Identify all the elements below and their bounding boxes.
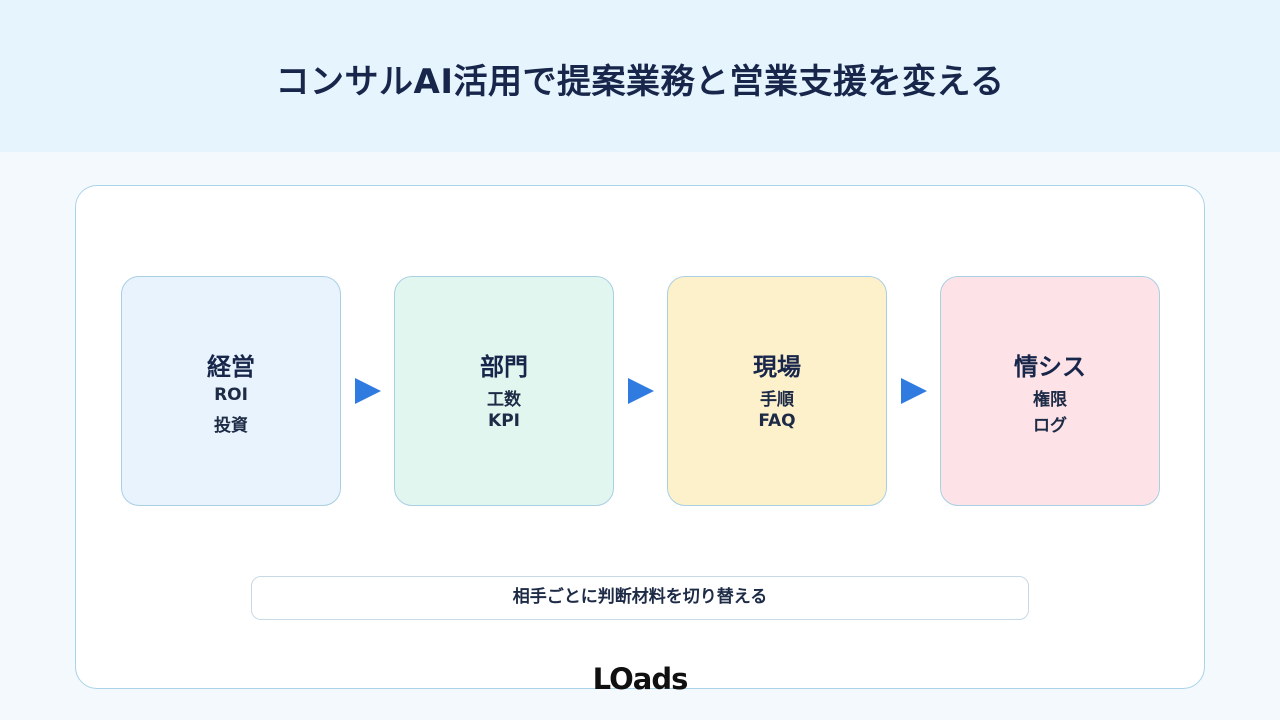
card-line: ログ bbox=[1033, 416, 1067, 436]
loads-logo: LOads bbox=[592, 662, 689, 696]
arrow-right-icon bbox=[628, 378, 654, 404]
card-field: 現場 手順 FAQ bbox=[667, 276, 887, 506]
card-line: ROI bbox=[214, 385, 248, 405]
card-title: 経営 bbox=[207, 353, 255, 381]
card-title: 部門 bbox=[480, 353, 528, 381]
header-band bbox=[0, 0, 1280, 152]
caption-box: 相手ごとに判断材料を切り替える bbox=[251, 576, 1029, 620]
card-line: 工数 bbox=[487, 390, 521, 410]
arrow-right-icon bbox=[355, 378, 381, 404]
arrow-right-icon bbox=[901, 378, 927, 404]
card-line: KPI bbox=[488, 411, 520, 431]
card-title: 情シス bbox=[1014, 353, 1086, 381]
card-management: 経営 ROI 投資 bbox=[121, 276, 341, 506]
card-title: 現場 bbox=[753, 353, 801, 381]
card-line: 投資 bbox=[214, 416, 248, 436]
card-it-systems: 情シス 権限 ログ bbox=[940, 276, 1160, 506]
card-line: 権限 bbox=[1033, 390, 1067, 410]
card-line: 手順 bbox=[760, 390, 794, 410]
card-line: FAQ bbox=[758, 411, 796, 431]
page-title: コンサルAI活用で提案業務と営業支援を変える bbox=[275, 62, 1005, 102]
card-department: 部門 工数 KPI bbox=[394, 276, 614, 506]
